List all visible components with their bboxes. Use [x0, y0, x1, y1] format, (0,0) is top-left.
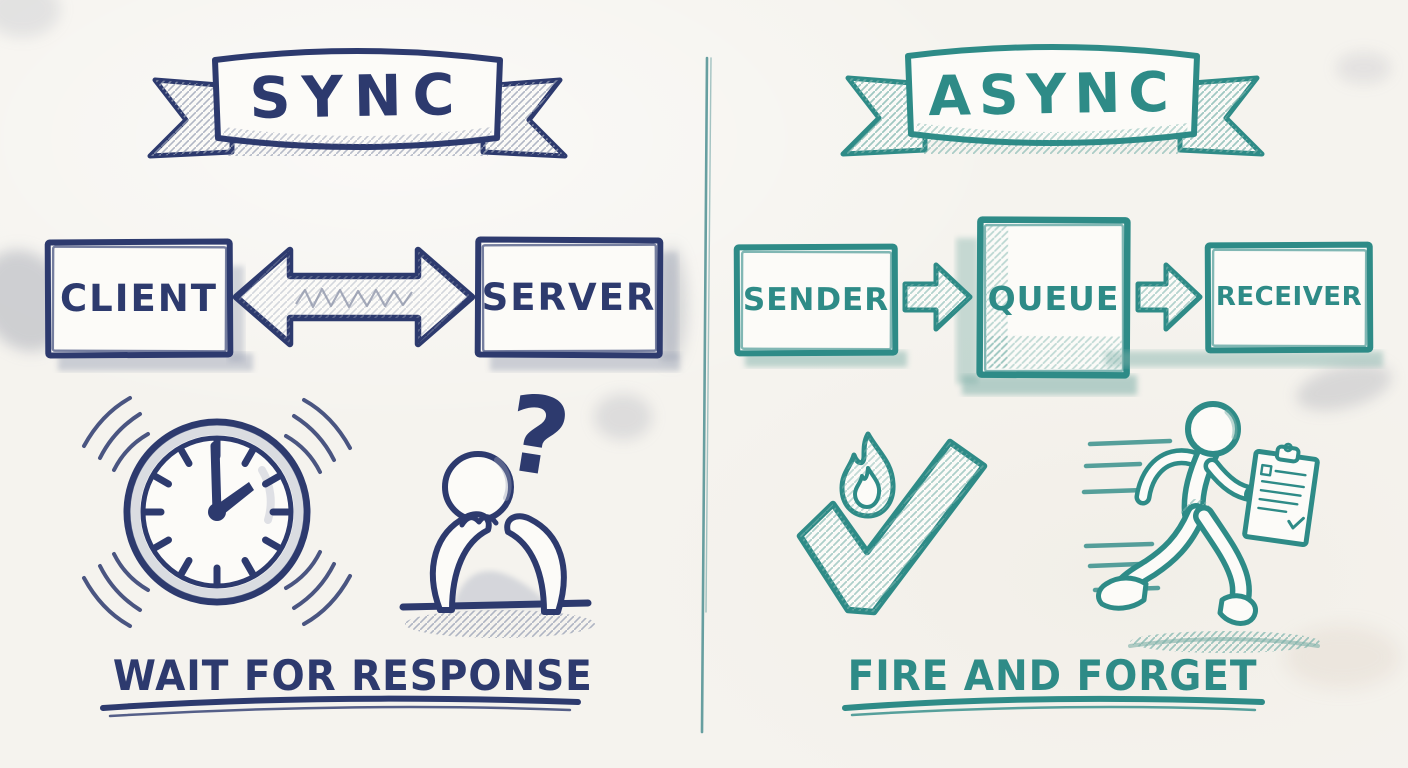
wait-caption-underline — [100, 695, 581, 718]
bidirectional-arrow-icon — [232, 246, 476, 348]
paper-smudge — [594, 394, 652, 440]
queue-box-label: QUEUE — [987, 279, 1120, 318]
arrow-right-icon — [902, 262, 973, 332]
receiver-box-label: RECEIVER — [1215, 282, 1363, 312]
runner-with-clipboard-icon — [1081, 401, 1320, 653]
sender-box-label: SENDER — [742, 282, 890, 318]
client-box-label: CLIENT — [60, 277, 218, 320]
clipboard-icon — [1242, 442, 1320, 548]
fire-caption-underline — [842, 695, 1265, 717]
sender-box — [733, 243, 907, 367]
server-box-label: SERVER — [481, 276, 657, 319]
waiting-person-icon — [399, 451, 595, 638]
receiver-box — [1105, 241, 1383, 367]
queue-box — [956, 216, 1137, 395]
sync-banner-title: SYNC — [249, 62, 466, 132]
async-banner-title: ASYNC — [927, 59, 1178, 129]
async-caption: FIRE AND FORGET — [847, 651, 1258, 700]
checkmark-icon — [796, 438, 988, 616]
sync-caption: WAIT FOR RESPONSE — [112, 651, 593, 700]
center-divider-line — [700, 56, 712, 734]
paper-smudge — [1336, 52, 1391, 84]
clock-icon — [82, 396, 352, 628]
async-banner-ribbon — [840, 44, 1265, 157]
question-mark: ? — [497, 370, 578, 503]
sync-banner-ribbon — [147, 48, 568, 159]
arrow-right-icon — [1135, 262, 1203, 332]
server-box — [474, 236, 680, 371]
flame-icon — [839, 431, 896, 519]
